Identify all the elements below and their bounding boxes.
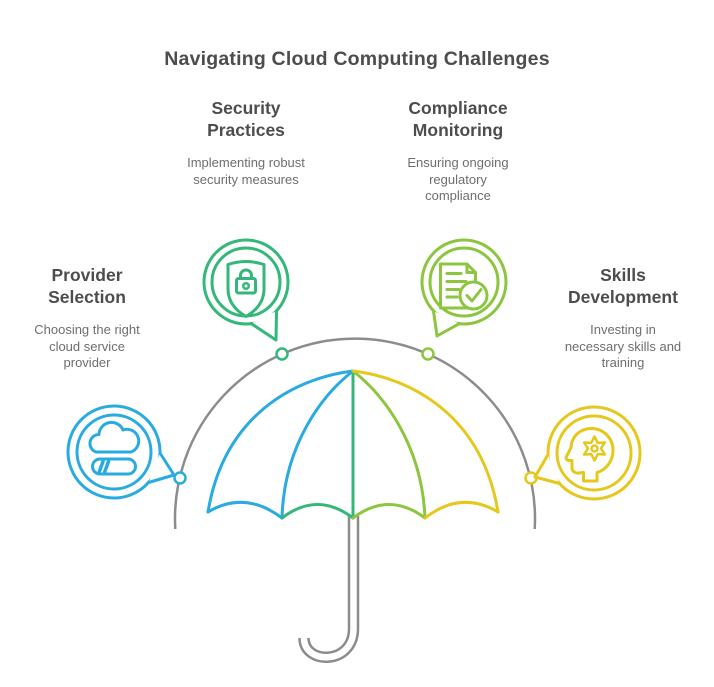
text-line: Investing in — [590, 322, 656, 337]
text-line: security measures — [193, 171, 299, 187]
text-line: Compliance — [408, 98, 508, 118]
text-line: Skills — [600, 265, 646, 285]
text-line: Ensuring ongoing — [407, 155, 509, 170]
text-line: Implementing robust — [187, 155, 305, 170]
umbrella-arc — [173, 337, 537, 530]
connector-dot-provider — [173, 471, 187, 485]
item-security-practices: Security Practices Implementing robust s… — [158, 97, 334, 188]
item-heading: Provider Selection — [8, 264, 166, 308]
item-description: Ensuring ongoing regulatory compliance — [370, 155, 546, 205]
provider-selection-bubble — [66, 404, 176, 500]
security-practices-bubble — [202, 238, 290, 342]
item-compliance-monitoring: Compliance Monitoring Ensuring ongoing r… — [370, 97, 546, 205]
umbrella-segment-yellow — [351, 369, 500, 520]
item-heading: Security Practices — [158, 97, 334, 141]
item-description: Choosing the right cloud service provide… — [8, 322, 166, 372]
item-heading: Skills Development — [542, 264, 704, 308]
item-provider-selection: Provider Selection Choosing the right cl… — [8, 264, 166, 372]
item-skills-development: Skills Development Investing in necessar… — [542, 264, 704, 372]
text-line: cloud service — [49, 338, 125, 354]
text-line: Development — [568, 287, 678, 307]
text-line: Selection — [48, 287, 126, 307]
bubble-tail — [533, 453, 561, 485]
bubble-tail — [147, 451, 176, 484]
document-check-icon — [439, 262, 489, 311]
text-line: provider — [63, 355, 111, 370]
text-line: necessary skills and — [564, 338, 682, 354]
umbrella-canopy — [206, 369, 500, 520]
page-title: Navigating Cloud Computing Challenges — [164, 48, 550, 70]
skills-development-bubble — [533, 405, 642, 501]
item-description: Implementing robust security measures — [158, 155, 334, 188]
item-description: Investing in necessary skills and traini… — [542, 322, 704, 372]
connector-dot-security — [275, 347, 289, 361]
text-line: compliance — [425, 188, 491, 203]
umbrella-segment-emerald — [280, 369, 355, 520]
arc-connector-dots — [173, 347, 538, 485]
head-gear-icon — [564, 427, 615, 483]
item-heading: Compliance Monitoring — [370, 97, 546, 141]
text-line: regulatory — [429, 171, 487, 187]
cloud-storage-icon — [88, 420, 141, 476]
bubble-tail — [249, 309, 278, 342]
text-line: Provider — [51, 265, 123, 285]
text-line: Practices — [207, 120, 285, 140]
text-line: Security — [211, 98, 281, 118]
bubble-tail — [432, 309, 461, 338]
text-line: Choosing the right — [34, 322, 140, 337]
connector-dot-compliance — [421, 347, 435, 361]
text-line: Monitoring — [412, 120, 504, 140]
text-line: training — [601, 355, 645, 370]
umbrella-segment-blue — [206, 369, 355, 520]
shield-lock-icon — [226, 260, 266, 318]
compliance-monitoring-bubble — [420, 238, 508, 338]
umbrella-handle — [298, 516, 360, 663]
umbrella-segment-lime — [351, 369, 427, 520]
